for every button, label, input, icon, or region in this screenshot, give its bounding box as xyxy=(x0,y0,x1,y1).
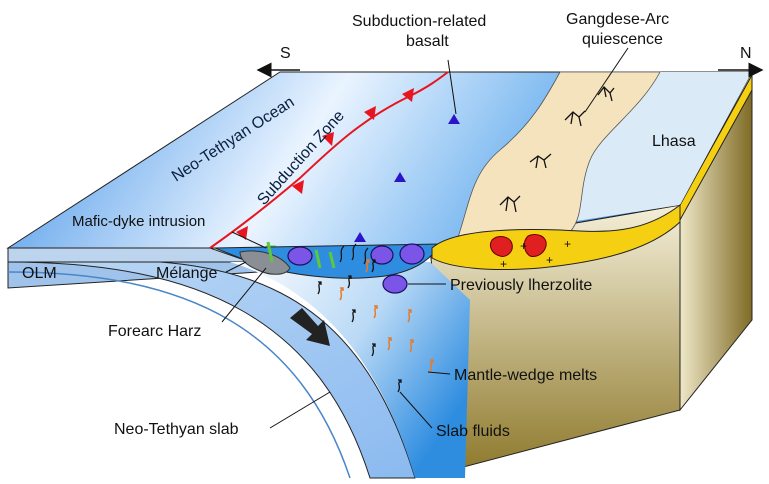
label-subduction-basalt-1: Subduction-related xyxy=(352,13,486,30)
olm-front-face xyxy=(8,248,250,262)
svg-text:+: + xyxy=(500,257,507,271)
svg-text:+: + xyxy=(564,237,571,251)
label-olm: OLM xyxy=(22,265,57,282)
label-forearc-harz: Forearc Harz xyxy=(108,323,201,340)
label-mafic-dyke: Mafic-dyke intrusion xyxy=(72,213,205,230)
label-melange: Mélange xyxy=(156,265,217,282)
svg-text:+: + xyxy=(520,239,527,253)
label-previously-lherzolite: Previously lherzolite xyxy=(450,277,592,294)
label-mantle-wedge-melts: Mantle-wedge melts xyxy=(454,367,597,384)
compass-south-label: S xyxy=(280,45,291,62)
label-gangdese-1: Gangdese-Arc xyxy=(566,11,669,28)
compass-north-label: N xyxy=(740,45,752,62)
label-subduction-basalt-2: basalt xyxy=(406,33,449,50)
label-neo-tethyan-slab: Neo-Tethyan slab xyxy=(114,421,239,438)
label-lhasa: Lhasa xyxy=(652,133,696,150)
svg-text:+: + xyxy=(546,253,553,267)
label-gangdese-2: quiescence xyxy=(582,31,663,48)
label-slab-fluids: Slab fluids xyxy=(436,423,510,440)
